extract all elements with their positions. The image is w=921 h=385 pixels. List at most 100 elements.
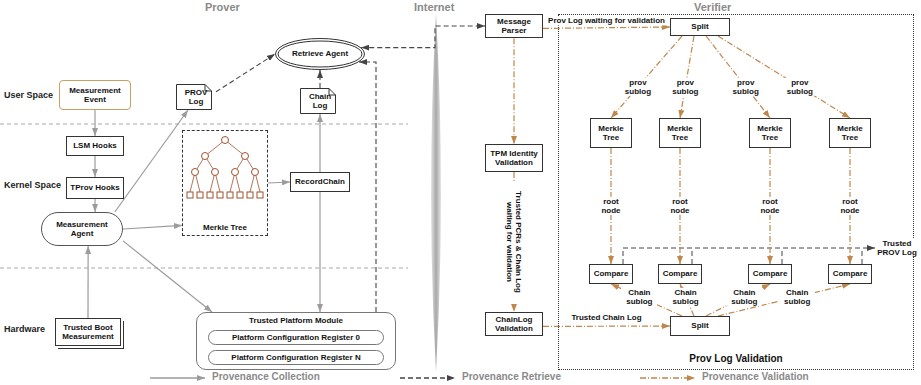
connector — [543, 325, 670, 327]
edge-label: Chain sublog — [726, 288, 762, 306]
connector — [123, 225, 182, 229]
legend-sample — [640, 377, 695, 378]
edge-label: root node — [595, 197, 627, 215]
process-box: LSM Hooks — [66, 136, 124, 156]
edge-label: prov sublog — [783, 78, 817, 96]
node-text: Merkle Tree — [752, 124, 788, 142]
connector — [268, 182, 290, 183]
process-box: ChainLog Validation — [485, 312, 543, 336]
layer-label: Hardware — [4, 324, 45, 334]
node-text: Platform Configuration Register 0 — [232, 333, 360, 342]
output-label: Trusted PROV Log — [877, 239, 917, 257]
edge-label: Chain sublog — [621, 288, 657, 306]
process-box: Compare — [658, 264, 702, 284]
node-text: Merkle Tree — [832, 124, 868, 142]
tree-leaf — [257, 192, 263, 198]
tree-leaf — [227, 192, 233, 198]
tree-leaf — [247, 192, 253, 198]
process-box: Merkle Tree — [590, 118, 632, 148]
node-text: Merkle Tree — [203, 223, 247, 232]
node-text: Compare — [753, 269, 788, 278]
connector — [319, 70, 320, 88]
edge-label: root node — [664, 197, 696, 215]
node-text: Measurement Agent — [44, 220, 120, 238]
layer-divider — [0, 124, 408, 125]
process-box: Compare — [748, 264, 792, 284]
tree-node — [252, 169, 259, 176]
edge-label: prov sublog — [729, 78, 763, 96]
connector — [706, 284, 770, 316]
connector — [718, 36, 850, 118]
node-text: Message Parser — [488, 17, 540, 35]
event-box: Measurement Event — [59, 80, 131, 110]
process-box: Compare — [828, 264, 872, 284]
agent-ellipse: Retrieve Agent — [275, 38, 365, 70]
legend-text: Provenance Retrieve — [462, 371, 561, 382]
process-box: Split — [670, 18, 730, 36]
node-text: Split — [691, 321, 708, 330]
edge-label: Trusted Chain Log — [570, 314, 642, 323]
layer-label: User Space — [4, 90, 53, 100]
legend-sample — [150, 377, 205, 378]
legend-sample — [400, 377, 455, 378]
node-text: TProv Hooks — [70, 183, 119, 192]
tree-node — [212, 169, 219, 176]
process-box: Platform Configuration Register 0 — [208, 330, 384, 345]
connector — [718, 284, 850, 316]
connector — [87, 246, 88, 318]
process-box: Merkle Tree — [749, 118, 791, 148]
connector — [361, 26, 485, 48]
connector — [319, 114, 320, 172]
output-arrow — [623, 248, 875, 249]
edge-label: prov sublog — [668, 78, 702, 96]
edge-label: Chain sublog — [668, 288, 704, 306]
layer-label: Kernel Space — [4, 180, 61, 190]
edge-label: root node — [834, 197, 866, 215]
node-text: Prov Log Validation — [689, 353, 782, 365]
node-text: Compare — [833, 269, 868, 278]
process-box: TProv Hooks — [66, 177, 124, 199]
tree-leaf — [217, 192, 223, 198]
tree-node — [242, 153, 249, 160]
node-text: Trusted Boot Measurement — [58, 323, 118, 341]
edge-label: Prov Log waiting for validation — [547, 16, 666, 25]
connector — [94, 199, 95, 212]
legend-text: Provenance Validation — [702, 371, 809, 382]
edge-label: root node — [754, 197, 786, 215]
output-line — [692, 248, 693, 264]
node-text: Merkle Tree — [593, 124, 629, 142]
tree-node — [192, 169, 199, 176]
edge-label: prov sublog — [621, 78, 655, 96]
process-box: Split — [670, 316, 730, 336]
output-line — [782, 248, 783, 264]
connector — [513, 38, 514, 144]
process-box: Merkle Tree — [659, 118, 701, 148]
boot-box: Trusted Boot Measurement — [55, 318, 121, 346]
node-text: Platform Configuration Register N — [231, 353, 360, 362]
tpm-box: Trusted Platform ModulePlatform Configur… — [196, 312, 396, 370]
log-document: PROV Log — [176, 84, 216, 110]
process-box: Message Parser — [485, 14, 543, 38]
tree-leaf — [237, 192, 243, 198]
connector — [359, 62, 376, 312]
edge-label: Chain sublog — [779, 288, 815, 306]
node-text: Measurement Event — [62, 86, 128, 104]
output-line — [623, 248, 624, 264]
internet-band — [431, 14, 441, 372]
region-heading: Verifier — [694, 1, 731, 14]
tree-leaf — [207, 192, 213, 198]
connector — [123, 241, 212, 312]
tree-leaf — [197, 192, 203, 198]
tree-node — [222, 137, 229, 144]
connector — [115, 110, 188, 212]
connector — [543, 27, 670, 28]
output-line — [862, 248, 863, 264]
connector — [319, 192, 320, 312]
edge-label: Trusted PCRs & Chain Log waiting for val… — [505, 181, 523, 303]
connector — [94, 156, 95, 177]
node-text: PROV Log — [178, 88, 214, 106]
tree-node — [232, 169, 239, 176]
tree-leaf — [187, 192, 193, 198]
tree-node — [202, 153, 209, 160]
